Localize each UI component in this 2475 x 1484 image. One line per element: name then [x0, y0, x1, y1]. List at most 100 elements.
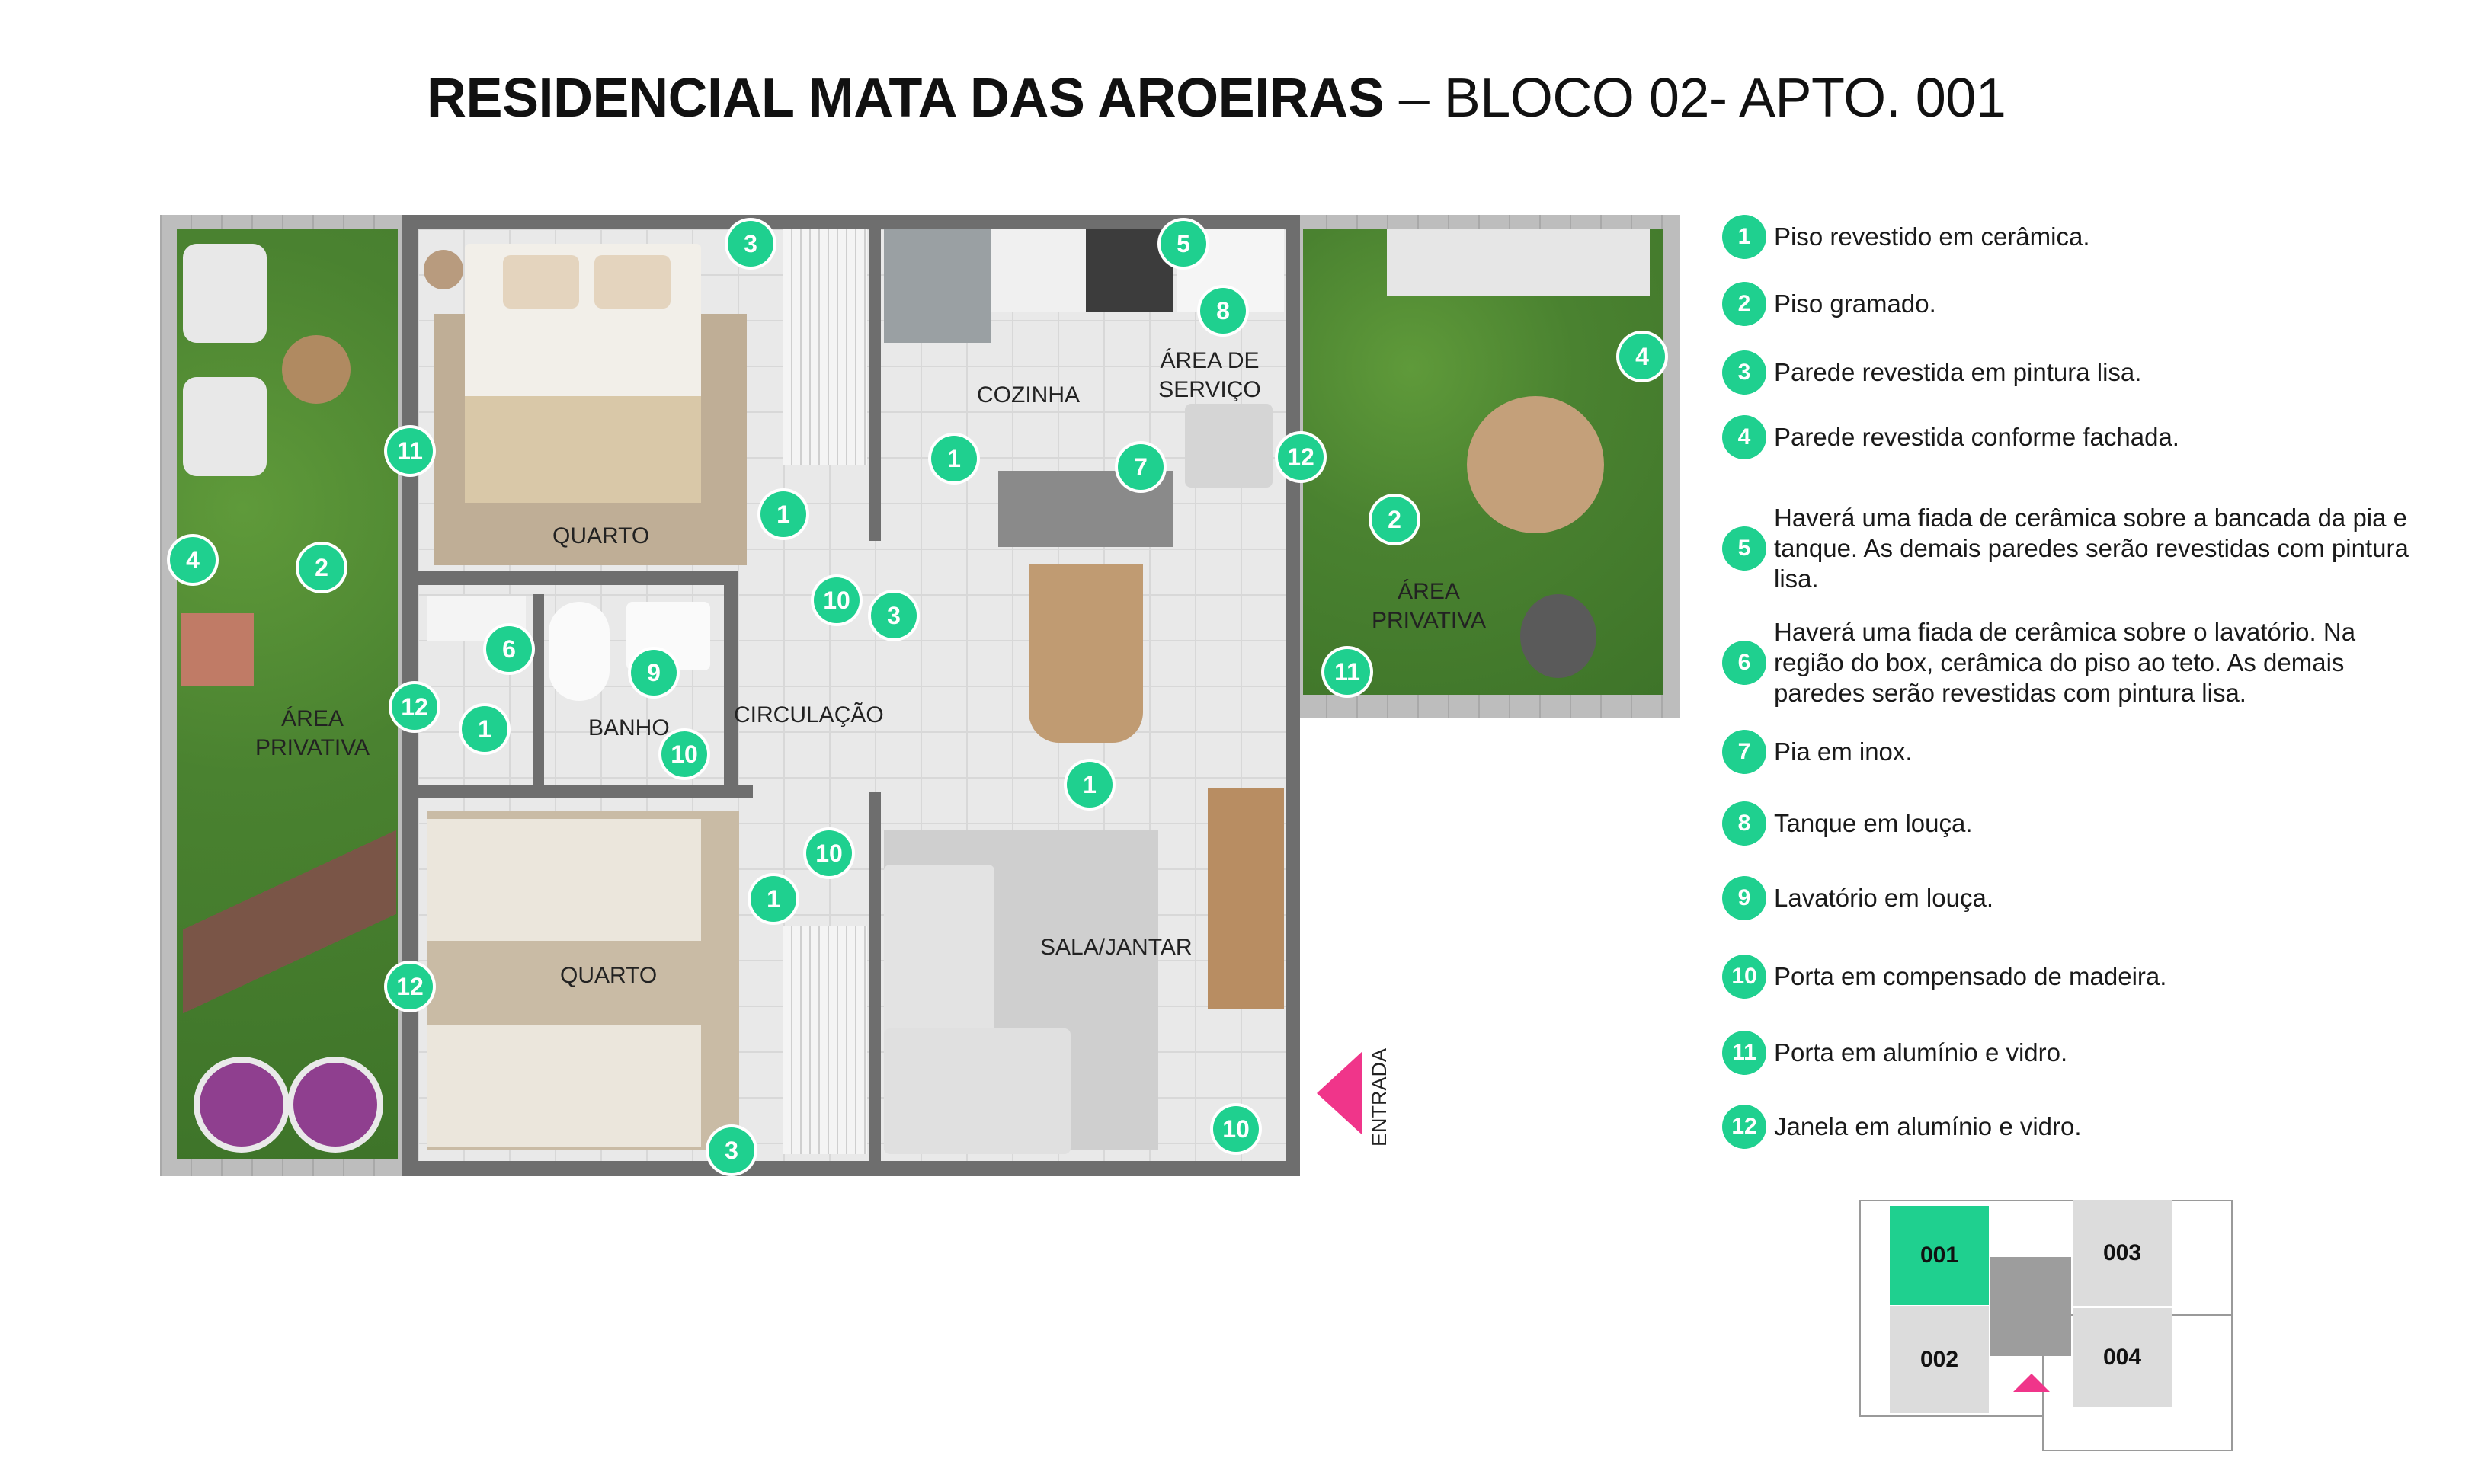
legend-item: 11 Porta em alumínio e vidro.: [1722, 1031, 2429, 1075]
garden-chair-2: [183, 377, 267, 476]
badge-12-servico: 12: [1278, 434, 1324, 480]
page-title: RESIDENCIAL MATA DAS AROEIRAS – BLOCO 02…: [0, 67, 2475, 130]
area-privativa-right-line1: ÁREA: [1398, 579, 1460, 604]
room-quarto-top: QUARTO: [552, 523, 650, 549]
title-light: – BLOCO 02- APTO. 001: [1384, 68, 2006, 129]
room-sala: SALA/JANTAR: [1040, 935, 1193, 960]
legend-text: Porta em alumínio e vidro.: [1774, 1038, 2068, 1067]
legend-text: Tanque em louça.: [1774, 809, 1973, 837]
area-privativa-right-line2: PRIVATIVA: [1372, 608, 1487, 633]
room-circulacao: CIRCULAÇÃO: [734, 702, 884, 728]
unit-001-highlighted: 001: [1890, 1206, 1989, 1305]
legend-badge: 11: [1722, 1031, 1766, 1075]
badge-10-bath-door: 10: [661, 731, 707, 777]
room-area-servico-line1: ÁREA DE: [1160, 348, 1260, 373]
garden-dining-table: [1467, 396, 1604, 533]
kitchen-cabinet: [991, 229, 1086, 312]
pillow-2: [594, 255, 671, 309]
entrada-label: ENTRADA: [1367, 1047, 1391, 1147]
flower-pot-2: [293, 1063, 377, 1147]
badge-1-banho: 1: [462, 706, 507, 752]
garden-box: [181, 613, 254, 686]
legend-text: Parede revestida conforme fachada.: [1774, 423, 2179, 451]
legend-badge: 5: [1722, 526, 1766, 571]
legend-item: 12 Janela em alumínio e vidro.: [1722, 1105, 2429, 1149]
entrada-arrow-icon: [1317, 1051, 1362, 1135]
badge-4-right: 4: [1619, 334, 1665, 379]
wardrobe-bottom: [783, 926, 867, 1154]
grill: [1520, 594, 1596, 678]
legend-item: 2 Piso gramado.: [1722, 282, 2429, 326]
room-area-privativa-right: ÁREA PRIVATIVA: [1372, 577, 1486, 635]
block-key-map: 001 002 003 004: [1859, 1200, 2240, 1455]
garden-bench: [1387, 229, 1650, 296]
legend-text: Haverá uma fiada de cerâmica sobre o lav…: [1774, 618, 2356, 707]
legend-text: Janela em alumínio e vidro.: [1774, 1112, 2082, 1140]
badge-2-right: 2: [1372, 497, 1417, 542]
wall-banho-mid: [533, 594, 544, 785]
hammock: [183, 762, 396, 1082]
badge-1-circ: 1: [760, 491, 806, 537]
wall-banho-bottom: [418, 785, 753, 798]
dining-bar: [1029, 564, 1143, 743]
bed-bottom-2: [427, 1025, 701, 1147]
badge-3-bottom: 3: [709, 1127, 754, 1173]
entrada-label-wrap: ENTRADA: [1368, 1044, 1391, 1150]
room-area-servico-line2: SERVIÇO: [1158, 377, 1261, 402]
badge-3-top: 3: [728, 221, 773, 267]
badge-4-left: 4: [170, 537, 216, 583]
legend-badge: 4: [1722, 415, 1766, 459]
bed-bottom-1: [427, 819, 701, 941]
legend-item: 9 Lavatório em louça.: [1722, 876, 2429, 920]
badge-10-banho: 10: [814, 577, 860, 623]
legend-badge: 12: [1722, 1105, 1766, 1149]
legend-badge: 3: [1722, 350, 1766, 395]
badge-7: 7: [1118, 444, 1164, 490]
legend-item: 7 Pia em inox.: [1722, 730, 2429, 774]
room-area-servico: ÁREA DE SERVIÇO: [1158, 347, 1261, 405]
badge-5: 5: [1161, 221, 1206, 267]
keymap-circulation: [1990, 1257, 2071, 1356]
garden-chair-1: [183, 244, 267, 343]
wall-banho-right: [724, 571, 738, 785]
toilet: [549, 602, 610, 701]
tv-rack: [1208, 788, 1284, 1009]
unit-002: 002: [1890, 1306, 1989, 1413]
badge-8: 8: [1200, 288, 1246, 334]
flower-pot-1: [200, 1063, 283, 1147]
sofa-bottom: [884, 1028, 1071, 1154]
title-bold: RESIDENCIAL MATA DAS AROEIRAS: [427, 68, 1385, 129]
keymap-entrada-icon: [2013, 1374, 2050, 1392]
badge-9: 9: [631, 650, 677, 696]
badge-3-circ: 3: [871, 593, 917, 638]
room-area-privativa-left: ÁREA PRIVATIVA: [255, 705, 370, 763]
wall-cozinha-left: [869, 229, 881, 541]
badge-11-left: 11: [387, 428, 433, 474]
badge-1-quarto: 1: [751, 876, 796, 922]
legend-item: 1 Piso revestido em cerâmica.: [1722, 215, 2429, 259]
legend-text: Haverá uma fiada de cerâmica sobre a ban…: [1774, 504, 2409, 593]
badge-12-quarto: 12: [387, 964, 433, 1009]
badge-10-quarto: 10: [806, 830, 852, 876]
legend-text: Lavatório em louça.: [1774, 884, 1993, 912]
wall-quarto-top-bottom: [418, 571, 738, 585]
legend-badge: 1: [1722, 215, 1766, 259]
legend-text: Parede revestida em pintura lisa.: [1774, 358, 2142, 386]
garden-table: [282, 335, 351, 404]
pillow-1: [503, 255, 579, 309]
unit-003: 003: [2073, 1200, 2172, 1306]
floor-plan: QUARTO COZINHA ÁREA DE SERVIÇO BANHO CIR…: [160, 215, 1680, 1176]
legend-badge: 10: [1722, 955, 1766, 999]
legend-text: Pia em inox.: [1774, 737, 1913, 766]
badge-1-sala: 1: [1067, 762, 1113, 808]
legend-badge: 6: [1722, 641, 1766, 685]
legend-text: Piso gramado.: [1774, 289, 1936, 318]
room-banho: BANHO: [588, 715, 670, 740]
room-quarto-bottom: QUARTO: [560, 963, 658, 988]
washing-machine: [1185, 404, 1273, 488]
badge-6: 6: [486, 626, 532, 672]
unit-004: 004: [2073, 1308, 2172, 1407]
legend-item: 10 Porta em compensado de madeira.: [1722, 955, 2429, 999]
stove: [1086, 229, 1173, 312]
legend-badge: 9: [1722, 876, 1766, 920]
